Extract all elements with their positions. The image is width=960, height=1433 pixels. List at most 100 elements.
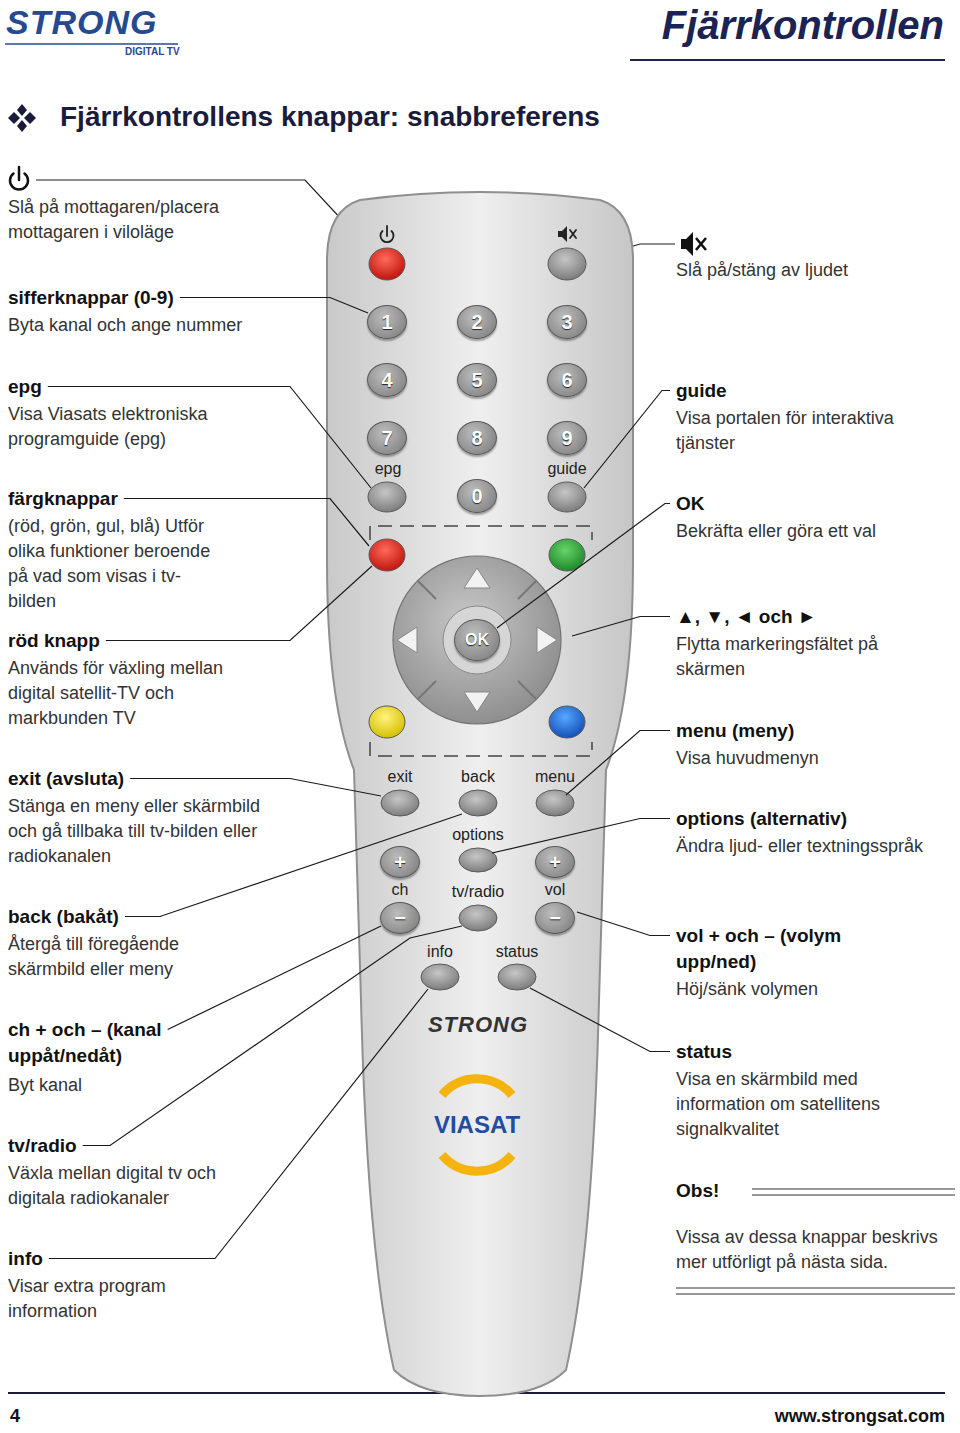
callout-text: Visa Viasats elektroniska programguide (… [8, 402, 248, 452]
leader-line [530, 988, 670, 1052]
remote-button: + [535, 846, 575, 878]
callout-heading: options (alternativ) [676, 806, 847, 832]
brand-subtitle: DIGITAL TV [125, 46, 180, 58]
mute-icon [681, 232, 706, 256]
remote-button: 4 [367, 363, 407, 397]
remote-button: 0 [457, 479, 497, 513]
remote-button: 9 [547, 421, 587, 455]
button-name: epg [375, 460, 402, 478]
button-symbol: 5 [471, 369, 482, 391]
callout-text: (röd, grön, gul, blå) Utför olika funkti… [8, 514, 223, 614]
button-symbol: + [549, 851, 561, 873]
button-symbol: 0 [471, 485, 482, 507]
callout-heading: färgknappar [8, 486, 118, 512]
remote-button: 2 [457, 305, 497, 339]
leader-line [584, 391, 670, 489]
button-symbol: + [394, 851, 406, 873]
callout-text: Bekräfta eller göra ett val [676, 519, 946, 544]
leader-line [492, 819, 670, 854]
remote-button: OK [454, 619, 500, 661]
remote-button: 6 [547, 363, 587, 397]
callout-heading: vol + och – (volym upp/ned) [676, 923, 916, 975]
leader-line [497, 504, 670, 629]
callout-text: Stänga en meny eller skärmbild och gå ti… [8, 794, 268, 869]
title-bullet [8, 104, 36, 132]
page-title: Fjärrkontrollens knappar: snabbreferens [60, 100, 600, 134]
callout-text: Visa portalen för interaktiva tjänster [676, 406, 926, 456]
button-name: menu [535, 768, 575, 786]
callout-heading: ▲, ▼, ◄ och ► [676, 604, 817, 630]
callout-heading: exit (avsluta) [8, 766, 124, 792]
page-header: Fjärrkontrollen [662, 2, 944, 48]
callout-heading: menu (meny) [676, 718, 794, 744]
page-number: 4 [10, 1405, 20, 1427]
leader-line [168, 926, 381, 1030]
callout-heading: tv/radio [8, 1133, 77, 1159]
note-heading: Obs! [676, 1178, 719, 1204]
button-name: status [496, 943, 539, 961]
remote-button: 8 [457, 421, 497, 455]
button-name: ch [392, 881, 409, 899]
color-key-brackets [370, 526, 592, 756]
remote-brand: STRONG [428, 1012, 528, 1038]
button-name: back [461, 768, 495, 786]
callout-text: Används för växling mellan digital satel… [8, 656, 253, 731]
button-name: guide [547, 460, 586, 478]
button-symbol: OK [465, 629, 489, 651]
button-symbol: 9 [561, 427, 572, 449]
brand-badge: VIASAT [412, 1070, 542, 1180]
button-symbol: − [549, 907, 561, 929]
power-icon [10, 167, 28, 190]
button-symbol: 6 [561, 369, 572, 391]
button-symbol: 7 [381, 427, 392, 449]
callout-text: Växla mellan digital tv och digitala rad… [8, 1161, 243, 1211]
remote-button: − [535, 902, 575, 934]
remote-button: − [380, 902, 420, 934]
note-text: Vissa av dessa knappar beskrivs mer utfö… [676, 1225, 954, 1275]
button-symbol: − [394, 907, 406, 929]
leader-line [566, 731, 670, 796]
callout-text: Byta kanal och ange nummer [8, 313, 288, 338]
callout-heading: ch + och – (kanal uppåt/nedåt) [8, 1017, 223, 1069]
button-symbol: 2 [471, 311, 482, 333]
leader-line [180, 298, 368, 314]
button-name: options [452, 826, 504, 844]
button-symbol: 3 [561, 311, 572, 333]
callout-heading: sifferknappar (0-9) [8, 285, 174, 311]
unlabelled-buttons [368, 248, 586, 990]
callout-text: Visa en skärmbild med information om sat… [676, 1067, 916, 1142]
remote-button: + [380, 846, 420, 878]
remote-button: 3 [547, 305, 587, 339]
callout-heading: epg [8, 374, 42, 400]
callout-heading: back (bakåt) [8, 904, 119, 930]
remote-button: 5 [457, 363, 497, 397]
remote-body: epgguideexitbackmenuoptionschtv/radiovol… [320, 180, 650, 1433]
callout-text: Byt kanal [8, 1073, 82, 1098]
leader-line [130, 779, 381, 797]
button-name: vol [545, 881, 565, 899]
callout-heading: status [676, 1039, 732, 1065]
website-url: www.strongsat.com [775, 1405, 945, 1427]
callout-text: Återgå till föregående skärmbild eller m… [8, 932, 223, 982]
callout-heading: röd knapp [8, 628, 100, 654]
callout-text: Slå på mottagaren/placera mottagaren i v… [8, 195, 258, 245]
brand-logo: STRONG [6, 2, 157, 42]
button-symbol: 1 [381, 311, 392, 333]
callout-heading: OK [676, 491, 705, 517]
callout-text: Ändra ljud- eller textningsspråk [676, 834, 954, 859]
button-name: exit [388, 768, 413, 786]
remote-symbols [381, 226, 576, 242]
remote-button: 7 [367, 421, 407, 455]
navigation-pad [393, 556, 561, 724]
callout-heading: info [8, 1246, 43, 1272]
callout-heading: guide [676, 378, 727, 404]
button-symbol: 8 [471, 427, 482, 449]
callout-text: Slå på/stäng av ljudet [676, 258, 946, 283]
callout-text: Visa huvudmenyn [676, 746, 946, 771]
callout-text: Visar extra program information [8, 1274, 208, 1324]
brand-name: VIASAT [434, 1111, 520, 1139]
leader-line [572, 617, 670, 637]
callout-text: Flytta markeringsfältet på skärmen [676, 632, 911, 682]
button-symbol: 4 [381, 369, 392, 391]
